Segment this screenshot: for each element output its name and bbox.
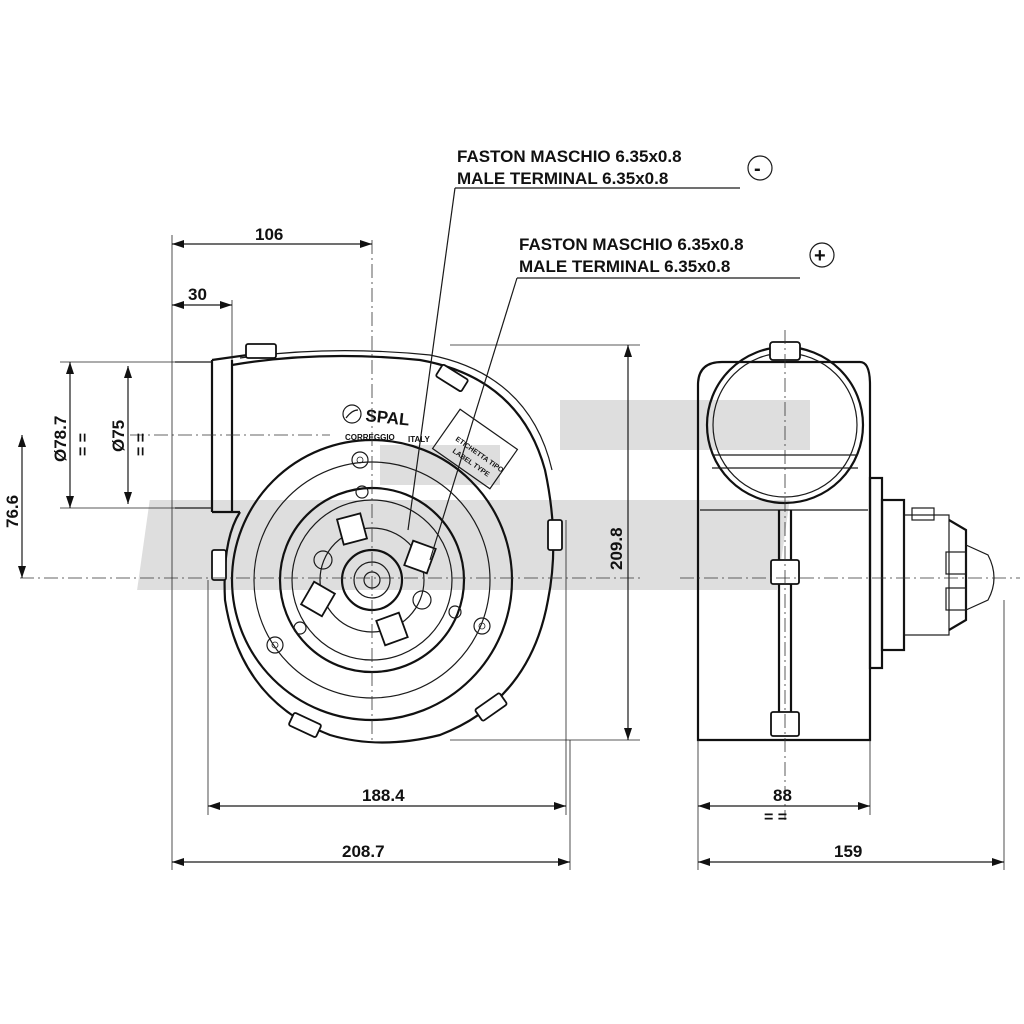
dim-88: 88 [773, 786, 792, 805]
dim-75: Ø75 [109, 420, 128, 452]
terminal-negative-line1: FASTON MASCHIO 6.35x0.8 [457, 147, 682, 166]
terminal-positive-line2: MALE TERMINAL 6.35x0.8 [519, 257, 730, 276]
dim-159: 159 [834, 842, 862, 861]
dim-30: 30 [188, 285, 207, 304]
dim-78-7: Ø78.7 [51, 416, 70, 462]
dim-75-eq: = = [133, 433, 150, 456]
front-view [175, 343, 563, 744]
brand-country: ITALY [408, 435, 430, 444]
plus-symbol-circle [809, 242, 835, 268]
plus-symbol: + [814, 245, 826, 267]
dim-88-eq: = = [764, 809, 787, 826]
terminal-negative-line2: MALE TERMINAL 6.35x0.8 [457, 169, 668, 188]
dim-78-7-eq: = = [75, 433, 92, 456]
brand-name: SPAL [365, 406, 411, 430]
minus-symbol-circle [747, 155, 773, 181]
minus-symbol: - [754, 158, 761, 180]
dim-209-8: 209.8 [607, 527, 626, 570]
dim-106: 106 [255, 225, 283, 244]
dim-188-4: 188.4 [362, 786, 405, 805]
watermark [137, 400, 810, 590]
dimension-lines [18, 187, 1005, 870]
terminal-positive-line1: FASTON MASCHIO 6.35x0.8 [519, 235, 744, 254]
brand-city: CORREGGIO [345, 433, 395, 442]
dim-208-7: 208.7 [342, 842, 385, 861]
dim-76-6: 76.6 [3, 495, 22, 528]
